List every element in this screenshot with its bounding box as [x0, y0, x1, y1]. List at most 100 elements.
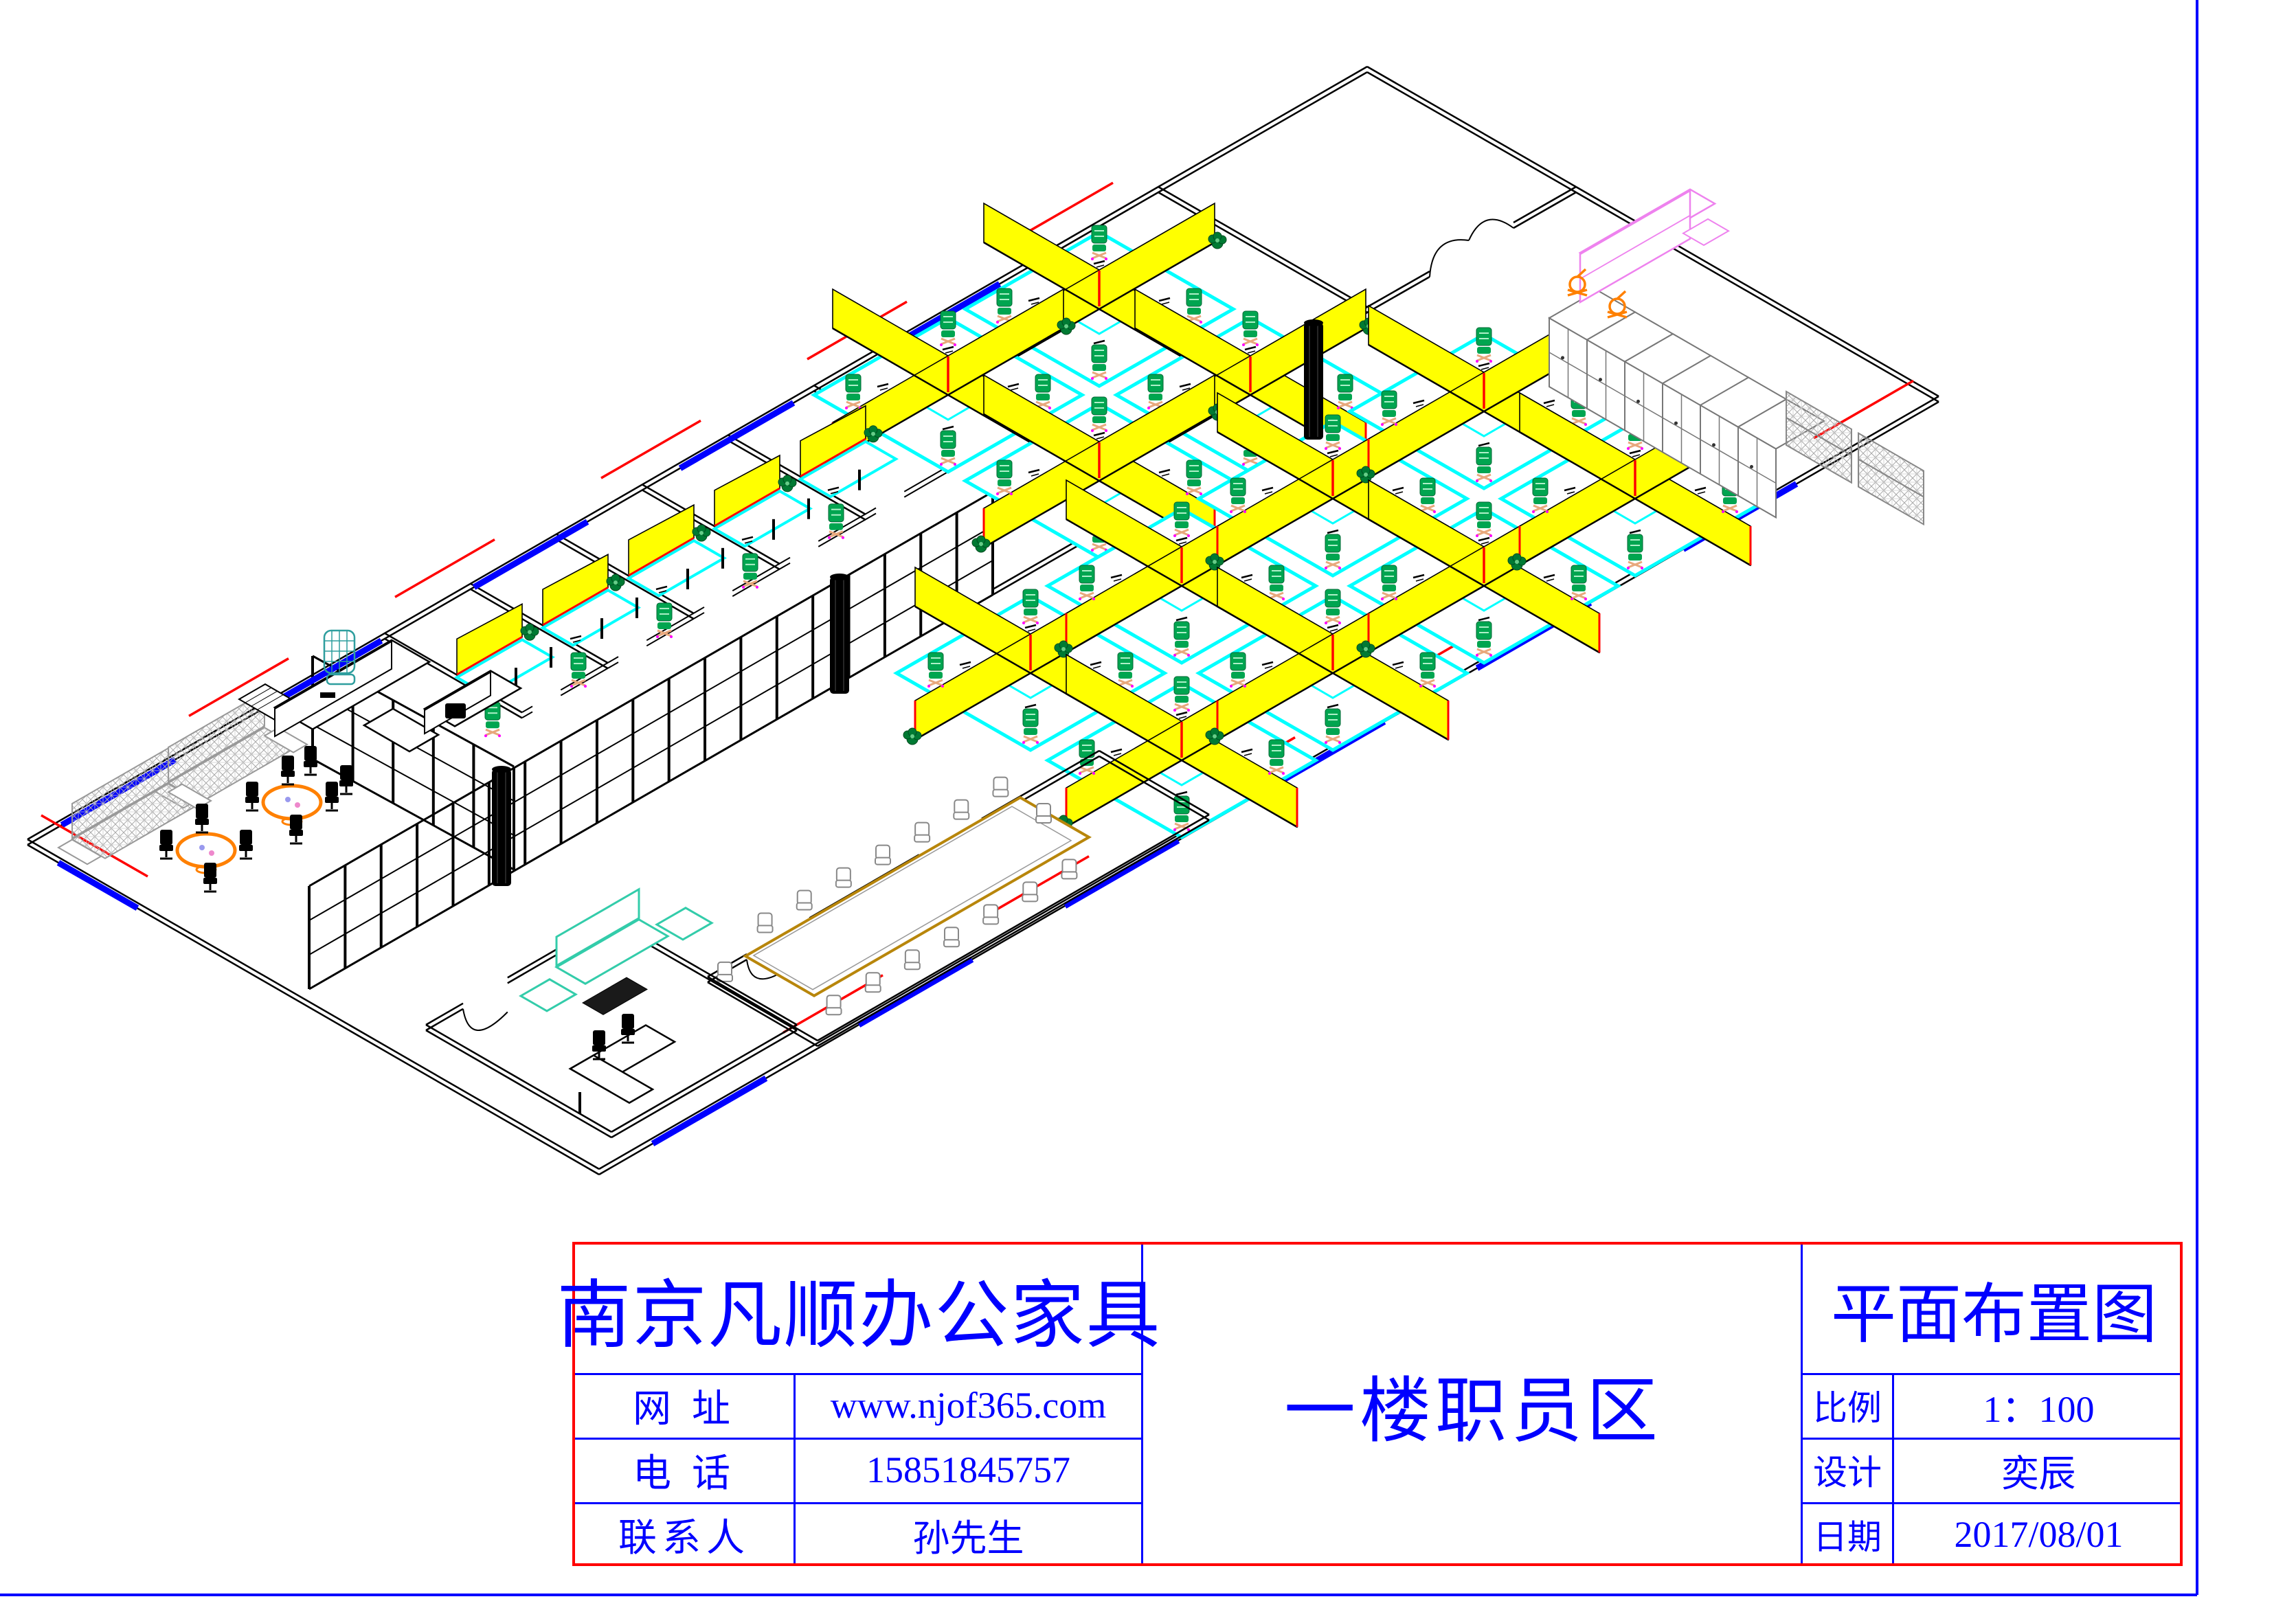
pink-counter [1567, 188, 1731, 319]
office-chair-green [1022, 708, 1039, 744]
chair-black [195, 804, 209, 834]
office-desks [453, 405, 899, 738]
conference-chair [982, 904, 1000, 925]
plant [606, 574, 625, 591]
conference-chair [992, 776, 1009, 797]
office-chair-green [1091, 344, 1107, 380]
website-label: 网 址 [633, 1387, 736, 1431]
fabric-sofa [56, 747, 213, 865]
office-chair-green [1079, 565, 1095, 600]
phone-label: 电 话 [633, 1452, 736, 1495]
office-chair-green [1268, 565, 1285, 600]
office-chair-green [1419, 477, 1436, 513]
top-room [1158, 185, 1577, 314]
plant [1057, 317, 1076, 335]
tb-divider-1 [1141, 1245, 1143, 1563]
office-desk [625, 503, 728, 638]
structural-column [492, 766, 511, 886]
office-chair-green [1476, 327, 1492, 363]
plant [1356, 640, 1375, 658]
office-chair-green [828, 503, 844, 539]
plant [1205, 727, 1224, 745]
conference-chair [875, 844, 891, 865]
plant [1356, 466, 1375, 484]
plant [1054, 640, 1073, 658]
sheet-type-title: 平面布置图 [1830, 1278, 2157, 1351]
office-chair-green [1325, 708, 1341, 744]
office-chair-green [1022, 589, 1039, 624]
office-chair-green [940, 310, 956, 346]
website-value: www.njof365.com [830, 1385, 1107, 1426]
date-label: 日期 [1813, 1518, 1882, 1556]
contact-value: 孙先生 [912, 1517, 1024, 1559]
conference-chair [914, 821, 931, 843]
plant [1205, 553, 1224, 571]
office-chair-green [845, 374, 862, 409]
office-chair-green [1242, 310, 1259, 346]
conference-chair [756, 912, 774, 933]
chair-black [339, 765, 353, 795]
office-chair-green [1117, 652, 1134, 688]
office-chair-green [1532, 477, 1549, 513]
office-chair-green [1268, 739, 1285, 775]
office-chair-green [1186, 460, 1202, 495]
chair-black [621, 1014, 635, 1044]
side-desk [423, 670, 523, 735]
conference-chair [1035, 803, 1052, 824]
chair-black [289, 815, 303, 845]
plant [1507, 553, 1527, 571]
phone-value: 15851845757 [866, 1449, 1070, 1490]
office-chair-green [1035, 374, 1051, 409]
conference-chair [835, 867, 852, 888]
office-chair-green [656, 602, 673, 638]
orange-chair [1567, 268, 1588, 297]
chair-black [592, 1030, 606, 1061]
conference-chair [903, 949, 921, 971]
office-chair-green [1571, 565, 1587, 600]
workstation-pod [961, 374, 1237, 560]
office-chair-green [1627, 534, 1643, 569]
plant [1208, 231, 1227, 249]
manager-room [425, 887, 798, 1139]
sheet-border [0, 0, 2198, 1596]
plant [864, 425, 883, 443]
office-partition-walls [384, 385, 952, 719]
office-chair-green [570, 652, 587, 688]
office-chair-green [1325, 589, 1341, 624]
conference-chair [825, 995, 842, 1016]
designer-label: 设计 [1813, 1453, 1882, 1492]
date-value: 2017/08/01 [1954, 1514, 2124, 1555]
drawing-area-name: 一楼职员区 [1283, 1372, 1662, 1451]
conference-chair [943, 927, 960, 948]
conference-room [707, 749, 1210, 1047]
plant [692, 524, 711, 542]
office-chair-green [927, 652, 944, 688]
office-chair-green [940, 430, 956, 466]
conference-chair [1061, 859, 1078, 880]
company-name: 南京凡顺办公家具 [556, 1275, 1162, 1357]
structural-column [830, 574, 849, 694]
conference-chair [796, 889, 813, 911]
structural-column [1304, 319, 1323, 440]
round-table-set [159, 804, 253, 893]
designer-value: 奕辰 [2001, 1453, 2076, 1495]
office-chair-green [1325, 414, 1341, 450]
chair-black [159, 830, 173, 860]
conference-chair [717, 961, 733, 982]
executive-chair-teal [323, 629, 356, 685]
chair-black [239, 830, 253, 860]
bench-sofa [1786, 390, 1924, 526]
office-chair-green [1091, 225, 1107, 260]
reception-desk [237, 629, 440, 795]
chair-black [281, 756, 295, 786]
office-chair-green [1337, 374, 1353, 409]
chair-black [245, 782, 259, 812]
chair-black [203, 863, 217, 893]
chair-black [304, 746, 317, 776]
office-chair-green [1325, 534, 1341, 569]
office-chair-green [1186, 288, 1202, 324]
office-chair-green [1476, 621, 1492, 657]
chair-black [325, 782, 339, 812]
